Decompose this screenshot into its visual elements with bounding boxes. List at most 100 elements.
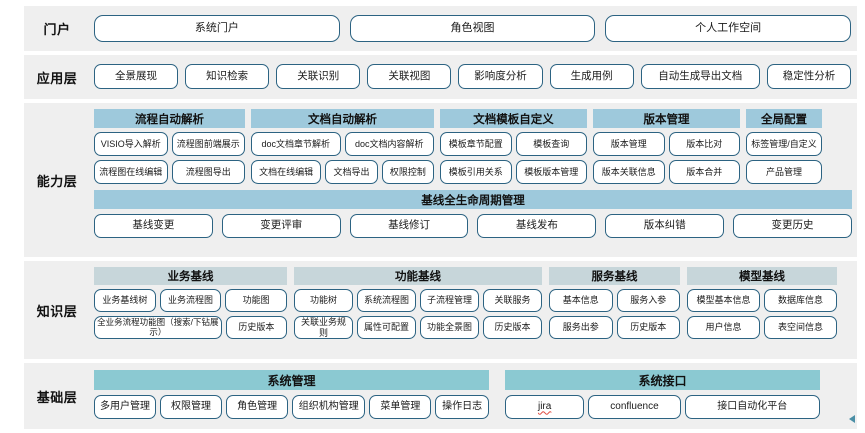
node-kn-svc-3[interactable]: 历史版本 xyxy=(616,316,680,339)
node-portal-1[interactable]: 角色视图 xyxy=(349,15,596,42)
group-line: 模板章节配置 模板查询 xyxy=(440,132,587,156)
group-line: 模板引用关系 模板版本管理 xyxy=(440,160,587,184)
node-kn-fn-0[interactable]: 功能树 xyxy=(294,289,353,312)
node-kn-biz-2[interactable]: 功能图 xyxy=(225,289,288,312)
layer-label-infrastructure: 基础层 xyxy=(36,389,78,405)
knowledge-group-service: 服务基线 基本信息 服务入参 服务出参 历史版本 xyxy=(549,267,680,339)
knowledge-group-business: 业务基线 业务基线树 业务流程图 功能图 全业务流程功能图（搜索/下钻展示） 历… xyxy=(94,267,288,339)
node-kn-svc-0[interactable]: 基本信息 xyxy=(549,289,613,312)
node-kn-svc-2[interactable]: 服务出参 xyxy=(549,316,613,339)
node-cap-glb-0[interactable]: 标签管理/自定义 xyxy=(746,132,822,156)
portal-node-row: 系统门户 角色视图 个人工作空间 xyxy=(90,6,857,51)
node-portal-0[interactable]: 系统门户 xyxy=(94,15,340,42)
node-cap-doc-3[interactable]: 文档导出 xyxy=(325,160,378,184)
node-cap-doc-4[interactable]: 权限控制 xyxy=(381,160,434,184)
node-kn-mdl-1[interactable]: 数据库信息 xyxy=(764,289,837,312)
baseline-lifecycle-row: 基线变更 变更评审 基线修订 基线发布 版本纠错 变更历史 xyxy=(94,214,852,238)
node-kn-biz-3[interactable]: 全业务流程功能图（搜索/下钻展示） xyxy=(94,316,222,339)
group-line: VISIO导入解析 流程图前端展示 xyxy=(94,132,245,156)
node-inf-sys-4[interactable]: 菜单管理 xyxy=(369,395,432,419)
layer-label-portal: 门户 xyxy=(43,22,71,37)
node-kn-mdl-2[interactable]: 用户信息 xyxy=(687,316,760,339)
node-kn-fn-5[interactable]: 属性可配置 xyxy=(357,316,416,339)
node-kn-biz-1[interactable]: 业务流程图 xyxy=(159,289,222,312)
infra-group-system-management: 系统管理 多用户管理 权限管理 角色管理 组织机构管理 菜单管理 操作日志 xyxy=(94,370,489,419)
node-kn-fn-4[interactable]: 关联业务规则 xyxy=(294,316,353,339)
group-rows-global: 标签管理/自定义 产品管理 xyxy=(746,132,822,184)
node-kn-fn-3[interactable]: 关联服务 xyxy=(483,289,542,312)
node-kn-fn-1[interactable]: 系统流程图 xyxy=(357,289,416,312)
group-line: 流程图在线编辑 流程图导出 xyxy=(94,160,245,184)
layer-body-infrastructure: 系统管理 多用户管理 权限管理 角色管理 组织机构管理 菜单管理 操作日志 系统… xyxy=(90,363,857,429)
group-line: 功能树 系统流程图 子流程管理 关联服务 xyxy=(294,289,542,312)
node-app-3[interactable]: 关联视图 xyxy=(367,64,452,89)
node-inf-int-0[interactable]: jira xyxy=(505,395,585,419)
node-cap-doc-2[interactable]: 文档在线编辑 xyxy=(251,160,322,184)
node-life-2[interactable]: 基线修订 xyxy=(349,214,469,238)
node-cap-ver-2[interactable]: 版本关联信息 xyxy=(593,160,665,184)
group-line: 产品管理 xyxy=(746,160,822,184)
node-life-4[interactable]: 版本纠错 xyxy=(605,214,725,238)
group-title-service: 服务基线 xyxy=(549,267,680,285)
layer-body-capability: 流程自动解析 VISIO导入解析 流程图前端展示 流程图在线编辑 流程图导出 xyxy=(90,103,857,257)
baseline-lifecycle-block: 基线全生命周期管理 基线变更 变更评审 基线修订 基线发布 版本纠错 变更历史 xyxy=(90,184,857,245)
group-title-version: 版本管理 xyxy=(593,109,740,128)
node-life-0[interactable]: 基线变更 xyxy=(94,214,213,238)
node-kn-mdl-0[interactable]: 模型基本信息 xyxy=(687,289,760,312)
node-inf-int-1[interactable]: confluence xyxy=(588,395,681,419)
group-title-system-interface: 系统接口 xyxy=(505,370,820,390)
node-portal-2[interactable]: 个人工作空间 xyxy=(605,15,852,42)
node-cap-ver-1[interactable]: 版本比对 xyxy=(668,132,740,156)
node-app-4[interactable]: 影响度分析 xyxy=(458,64,543,89)
node-cap-doc-0[interactable]: doc文档章节解析 xyxy=(251,132,341,156)
group-line: 基本信息 服务入参 xyxy=(549,289,680,312)
node-inf-sys-2[interactable]: 角色管理 xyxy=(226,395,289,419)
node-app-6[interactable]: 自动生成导出文档 xyxy=(640,64,760,89)
group-line: 标签管理/自定义 xyxy=(746,132,822,156)
node-cap-ver-3[interactable]: 版本合并 xyxy=(668,160,740,184)
capability-group-global: 全局配置 标签管理/自定义 产品管理 xyxy=(746,109,822,184)
node-life-3[interactable]: 基线发布 xyxy=(477,214,597,238)
group-line: 关联业务规则 属性可配置 功能全景图 历史版本 xyxy=(294,316,542,339)
group-title-model: 模型基线 xyxy=(687,267,837,285)
node-kn-fn-2[interactable]: 子流程管理 xyxy=(420,289,479,312)
node-inf-sys-5[interactable]: 操作日志 xyxy=(435,395,489,419)
node-cap-tpl-2[interactable]: 模板引用关系 xyxy=(440,160,512,184)
node-cap-flow-3[interactable]: 流程图导出 xyxy=(171,160,245,184)
node-app-1[interactable]: 知识检索 xyxy=(185,64,270,89)
group-line: 版本管理 版本比对 xyxy=(593,132,740,156)
node-cap-tpl-3[interactable]: 模板版本管理 xyxy=(515,160,587,184)
node-cap-flow-1[interactable]: 流程图前端展示 xyxy=(171,132,245,156)
node-kn-svc-1[interactable]: 服务入参 xyxy=(616,289,680,312)
node-app-5[interactable]: 生成用例 xyxy=(549,64,634,89)
node-inf-sys-0[interactable]: 多用户管理 xyxy=(94,395,157,419)
node-kn-mdl-3[interactable]: 表空间信息 xyxy=(764,316,837,339)
node-cap-flow-0[interactable]: VISIO导入解析 xyxy=(94,132,168,156)
node-kn-fn-6[interactable]: 功能全景图 xyxy=(420,316,479,339)
node-cap-doc-1[interactable]: doc文档内容解析 xyxy=(344,132,434,156)
knowledge-group-model: 模型基线 模型基本信息 数据库信息 用户信息 表空间信息 xyxy=(687,267,837,339)
node-inf-int-2[interactable]: 接口自动化平台 xyxy=(684,395,820,419)
group-title-flow: 流程自动解析 xyxy=(94,109,245,128)
infra-group-system-interface: 系统接口 jira confluence 接口自动化平台 xyxy=(505,370,820,419)
node-inf-sys-3[interactable]: 组织机构管理 xyxy=(292,395,366,419)
node-cap-flow-2[interactable]: 流程图在线编辑 xyxy=(94,160,168,184)
group-rows-doc: doc文档章节解析 doc文档内容解析 文档在线编辑 文档导出 权限控制 xyxy=(251,132,434,184)
node-cap-glb-1[interactable]: 产品管理 xyxy=(746,160,822,184)
group-rows-template: 模板章节配置 模板查询 模板引用关系 模板版本管理 xyxy=(440,132,587,184)
node-cap-tpl-1[interactable]: 模板查询 xyxy=(515,132,587,156)
node-life-5[interactable]: 变更历史 xyxy=(733,214,852,238)
node-inf-sys-1[interactable]: 权限管理 xyxy=(160,395,223,419)
node-cap-ver-0[interactable]: 版本管理 xyxy=(593,132,665,156)
node-life-1[interactable]: 变更评审 xyxy=(221,214,341,238)
node-app-2[interactable]: 关联识别 xyxy=(276,64,361,89)
node-kn-biz-4[interactable]: 历史版本 xyxy=(225,316,287,339)
group-title-function: 功能基线 xyxy=(294,267,542,285)
node-cap-tpl-0[interactable]: 模板章节配置 xyxy=(440,132,512,156)
group-line: doc文档章节解析 doc文档内容解析 xyxy=(251,132,434,156)
node-kn-biz-0[interactable]: 业务基线树 xyxy=(94,289,156,312)
layer-band-infrastructure: 基础层 系统管理 多用户管理 权限管理 角色管理 组织机构管理 菜单管理 操作日… xyxy=(24,363,857,429)
node-app-7[interactable]: 稳定性分析 xyxy=(766,64,852,89)
node-app-0[interactable]: 全景展现 xyxy=(94,64,179,89)
node-kn-fn-7[interactable]: 历史版本 xyxy=(483,316,542,339)
